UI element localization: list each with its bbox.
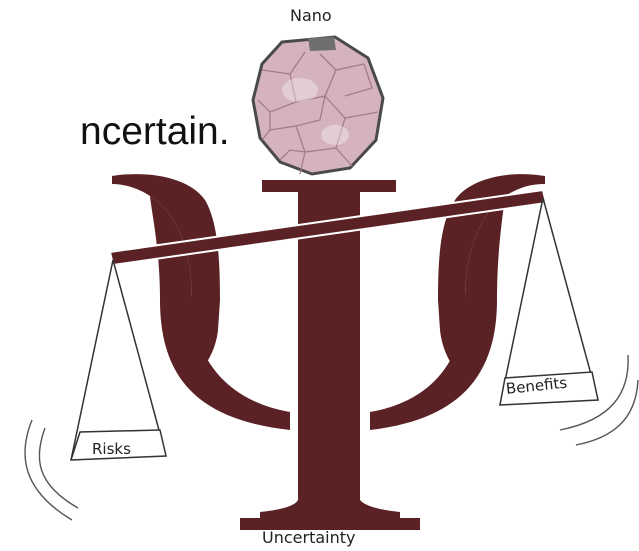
uncertainty-label: Uncertainty <box>262 528 355 547</box>
risks-pan <box>71 260 166 460</box>
benefits-pan <box>500 198 598 405</box>
nanoparticle-icon <box>253 37 383 174</box>
risks-label: Risks <box>92 440 131 458</box>
motion-lines-left <box>25 420 78 520</box>
nano-label: Nano <box>290 6 332 25</box>
